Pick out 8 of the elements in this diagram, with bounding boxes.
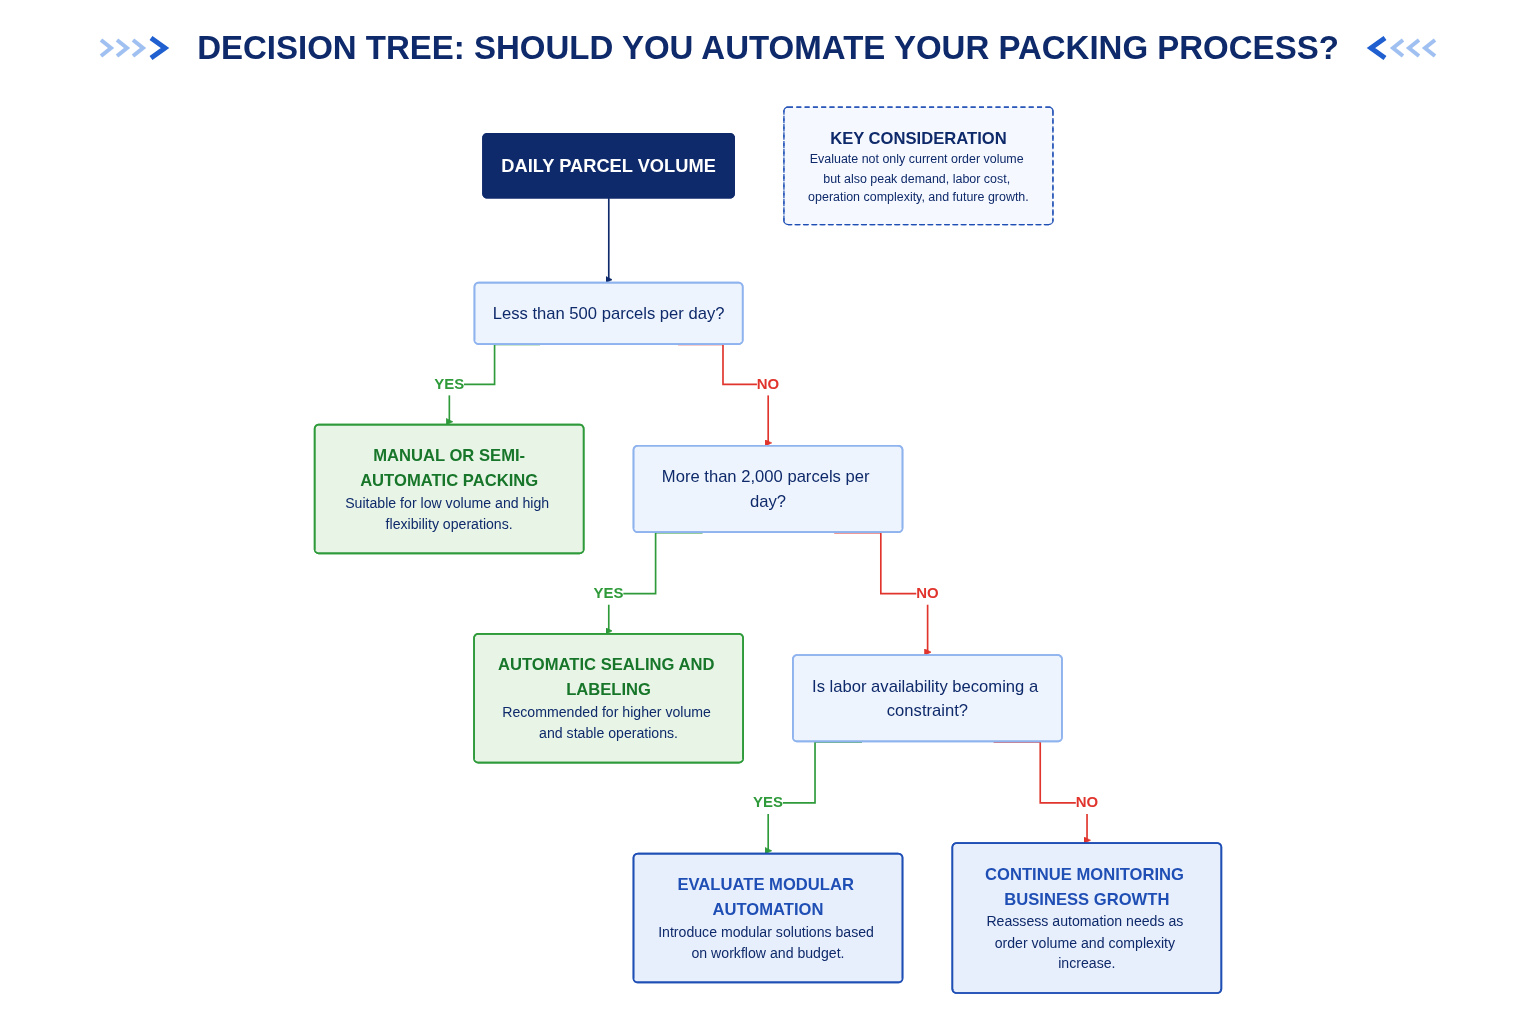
edge-label: NO [1075,794,1099,811]
edge-label: YES [434,375,465,393]
edge-label: YES [593,584,624,602]
edge-label: NO [916,584,939,602]
edge-label: NO [756,375,780,393]
edge-label: YES [753,794,783,811]
diagram-title: DECISION TREE: SHOULD YOU AUTOMATE YOUR PACKING PROCESS? [197,29,1339,67]
arrow [605,197,613,284]
